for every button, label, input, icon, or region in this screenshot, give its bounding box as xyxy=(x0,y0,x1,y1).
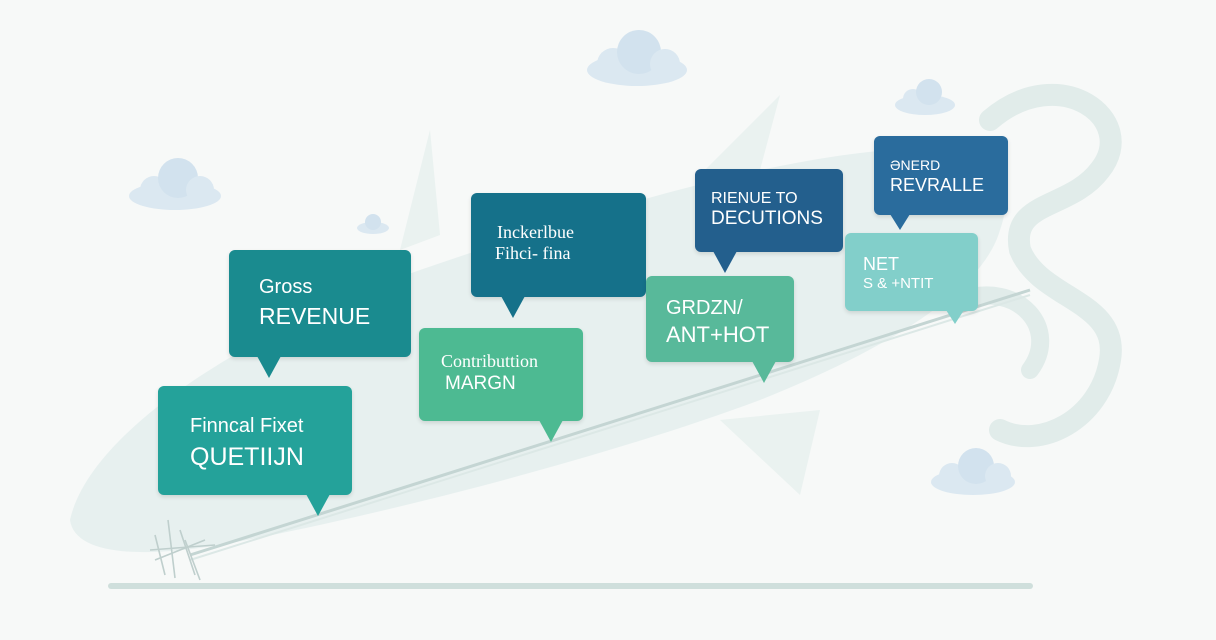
bubble-line-2: QUETIIJN xyxy=(190,443,304,471)
bubble-line-1: GRDZN/ xyxy=(666,297,743,319)
bubble-line-1: RIENUE TO xyxy=(711,190,798,207)
bubble-tail xyxy=(501,296,525,318)
bubble-tail xyxy=(306,494,330,516)
growth-trend-line xyxy=(189,288,1031,557)
swirl-decoration-lower xyxy=(951,286,1050,379)
bubble-line-1: ƏNERD xyxy=(890,157,941,173)
cloud-icon xyxy=(587,30,687,86)
bubble-tail xyxy=(752,361,776,383)
swirl-decoration xyxy=(979,83,1122,448)
rocket-fin-top xyxy=(400,130,440,250)
bubble-expected-revenue: ƏNERD REVRALLE xyxy=(874,136,1008,230)
bubble-financial-fixed-question: Finncal Fixet QUETIIJN xyxy=(158,386,352,516)
bubble-net: NET S & +NTIT xyxy=(845,233,978,324)
bubble-line-2: DECUTIONS xyxy=(711,208,823,229)
bubble-tail xyxy=(539,420,563,442)
growth-trend-line-shadow xyxy=(189,294,1031,561)
bubble-line-2: S & +NTIT xyxy=(863,275,934,292)
bubble-line-1: Gross xyxy=(259,276,313,298)
bubble-gross-margin: GRDZN/ ANT+HOT xyxy=(646,276,794,383)
bubble-line-1: Finncal Fixet xyxy=(190,415,304,437)
cloud-icon xyxy=(931,448,1015,495)
ground-line xyxy=(108,583,1033,589)
bubble-line-2: REVENUE xyxy=(259,303,371,329)
bubble-line-1: NET xyxy=(863,254,899,274)
cloud-icon xyxy=(357,214,389,234)
bubble-tail xyxy=(713,251,737,273)
bubble-line-2: Fihci- fina xyxy=(495,243,571,263)
bubble-tail xyxy=(257,356,281,378)
bubble-incremental-financing: Inckerlbue Fihci- fina xyxy=(471,193,646,318)
scribble-mark xyxy=(149,519,216,581)
rocket-fin-upper xyxy=(700,95,780,175)
bubble-contribution-margin: Contributtion MARGN xyxy=(419,328,583,442)
bubble-line-2: ANT+HOT xyxy=(666,322,770,347)
bubble-revenue-deductions: RIENUE TO DECUTIONS xyxy=(695,169,843,273)
bubble-line-2: REVRALLE xyxy=(890,175,985,195)
bubble-line-1: Contributtion xyxy=(441,351,539,371)
bubble-line-1: Inckerlbue xyxy=(497,222,574,242)
bubble-line-2: MARGN xyxy=(445,373,516,394)
bubble-gross-revenue: Gross REVENUE xyxy=(229,250,411,378)
bubble-tail xyxy=(890,214,910,230)
cloud-icon xyxy=(895,79,955,115)
cloud-icon xyxy=(129,158,221,210)
bubble-tail xyxy=(946,310,964,324)
rocket-fin-lower xyxy=(720,410,820,495)
